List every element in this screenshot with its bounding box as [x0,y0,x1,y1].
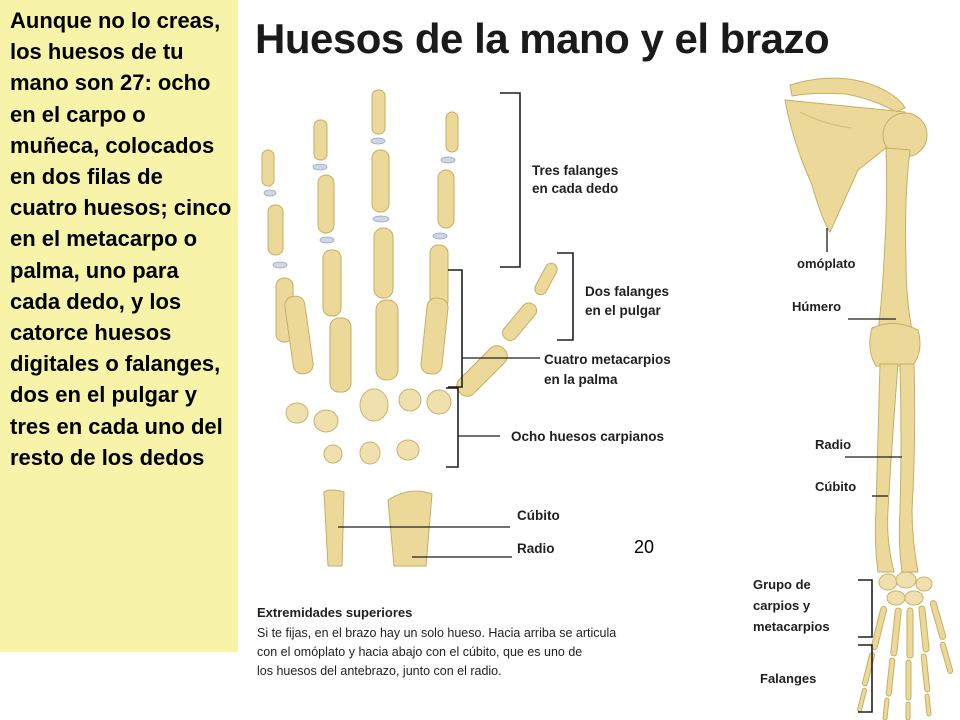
label-radio-arm: Radio [815,437,851,452]
label-tres-falanges-2: en cada dedo [532,181,618,196]
finger-4 [420,111,459,375]
label-cubito-arm: Cúbito [815,479,856,494]
caption: Extremidades superiores Si te fijas, en … [257,605,616,678]
label-humero: Húmero [792,299,841,314]
hand-brackets [338,92,574,558]
label-cubito-hand: Cúbito [517,508,560,523]
hand-illustration [261,89,558,567]
label-dos-falanges-2: en el pulgar [585,303,662,318]
caption-heading: Extremidades superiores [257,605,412,620]
label-carpianos: Ocho huesos carpianos [511,429,664,444]
forearm-bones [323,489,433,567]
label-falanges: Falanges [760,671,816,686]
finger-3 [370,89,399,381]
label-omoplato: omóplato [797,256,856,271]
arm-leaders [826,228,902,713]
label-metacarpios-2: en la palma [544,372,618,387]
caption-line-2: con el omóplato y hacia abajo con el cúb… [257,645,582,659]
label-grupo-1: Grupo de [753,577,811,592]
page-title: Huesos de la mano y el brazo [255,15,830,62]
label-radio-hand: Radio [517,541,555,556]
finger-2 [312,119,352,393]
label-grupo-2: carpios y [753,598,811,613]
finger-1 [261,149,314,375]
label-dos-falanges-1: Dos falanges [585,284,669,299]
label-tres-falanges-1: Tres falanges [532,163,618,178]
page-number: 20 [634,537,654,557]
arm-illustration [784,77,954,720]
arm-hand-fingers [857,600,954,720]
caption-line-1: Si te fijas, en el brazo hay un solo hue… [257,626,616,640]
carpal-bones [285,388,452,465]
sidebar-text: Aunque no lo creas, los huesos de tu man… [10,8,232,470]
caption-line-3: los huesos del antebrazo, junto con el r… [257,664,502,678]
label-metacarpios-1: Cuatro metacarpios [544,352,671,367]
info-sidebar: Aunque no lo creas, los huesos de tu man… [0,0,238,652]
label-grupo-3: metacarpios [753,619,830,634]
